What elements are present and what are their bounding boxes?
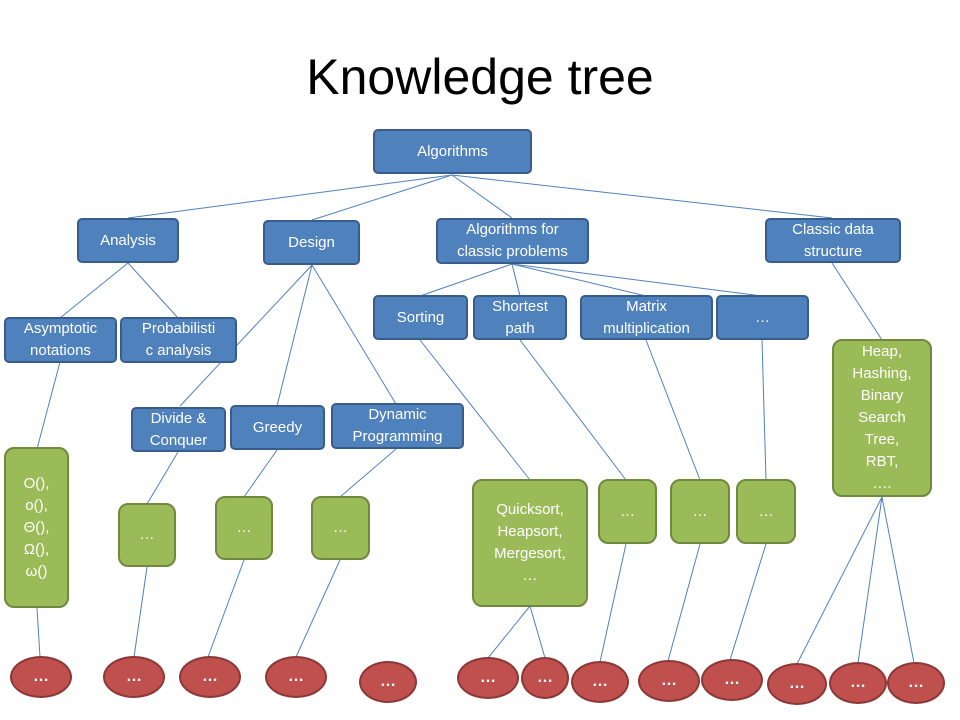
edge <box>419 263 513 297</box>
node-analysis: Analysis <box>77 218 179 263</box>
edge <box>295 559 341 658</box>
leaf-node: … <box>767 663 827 705</box>
node-divide-conquer-more: … <box>118 503 176 567</box>
node-asymptotic-notations: Asymptotic notations <box>4 317 117 363</box>
edge <box>207 559 245 658</box>
node-problems-more-child: … <box>736 479 796 544</box>
leaf-node: … <box>638 660 700 702</box>
leaf-node: … <box>103 656 165 698</box>
node-matrix-mult-more: … <box>670 479 730 544</box>
edge <box>133 566 148 658</box>
edge <box>419 339 531 481</box>
leaf-node: … <box>571 661 629 703</box>
node-sorting: Sorting <box>373 295 468 340</box>
node-design: Design <box>263 220 360 265</box>
edge <box>881 496 915 664</box>
edge <box>311 264 397 405</box>
node-sorting-algorithms: Quicksort, Heapsort, Mergesort, … <box>472 479 588 607</box>
page-title: Knowledge tree <box>306 49 654 105</box>
node-shortest-path: Shortest path <box>473 295 567 340</box>
node-algorithms: Algorithms <box>373 129 532 174</box>
node-dynamic-programming: Dynamic Programming <box>331 403 464 449</box>
leaf-node: … <box>179 656 241 698</box>
node-greedy-more: … <box>215 496 273 560</box>
node-classic-data-structure: Classic data structure <box>765 218 901 263</box>
edge <box>36 361 61 450</box>
edge <box>599 543 627 663</box>
edge <box>339 448 397 498</box>
leaf-node: … <box>887 662 945 704</box>
node-heap-hashing: Heap, Hashing, Binary Search Tree, RBT, … <box>832 339 932 497</box>
leaf-node: … <box>10 656 72 698</box>
edge <box>857 496 883 664</box>
edge <box>645 339 701 481</box>
edge <box>511 263 763 297</box>
node-dynamic-programming-more: … <box>311 496 370 560</box>
edge <box>59 262 129 319</box>
edge <box>511 263 521 297</box>
edge <box>796 496 883 665</box>
leaf-node: … <box>265 656 327 698</box>
edge <box>243 449 278 498</box>
edge <box>276 264 313 407</box>
edge <box>451 174 513 219</box>
edge <box>667 543 701 662</box>
edge <box>519 339 627 481</box>
node-divide-conquer: Divide & Conquer <box>131 407 226 452</box>
edge <box>511 263 647 297</box>
edge <box>127 262 179 319</box>
node-shortest-path-more: … <box>598 479 657 544</box>
leaf-node: … <box>701 659 763 701</box>
node-problems-more: … <box>716 295 809 340</box>
edge <box>451 174 833 219</box>
edge <box>179 264 313 407</box>
edge <box>529 605 546 659</box>
edge <box>487 605 531 659</box>
leaf-node: … <box>829 662 887 704</box>
edge <box>311 174 453 221</box>
node-matrix-multiplication: Matrix multiplication <box>580 295 713 340</box>
leaf-node: … <box>457 657 519 699</box>
edge <box>831 262 883 341</box>
edge <box>36 607 41 658</box>
edge <box>127 174 453 219</box>
edge <box>729 543 767 661</box>
node-greedy: Greedy <box>230 405 325 450</box>
leaf-node: … <box>521 657 569 699</box>
node-probabilistic-analysis: Probabilisti c analysis <box>120 317 237 363</box>
node-notations: O(), o(), Θ(), Ω(), ω() <box>4 447 69 608</box>
edge <box>146 451 179 505</box>
leaf-node: … <box>359 661 417 703</box>
node-classic-problems: Algorithms for classic problems <box>436 218 589 264</box>
edge <box>761 339 767 481</box>
